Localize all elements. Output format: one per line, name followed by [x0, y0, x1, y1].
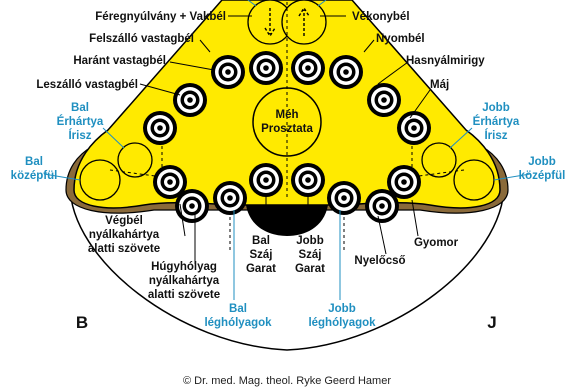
label-left-choroid-2: Érhártya — [57, 115, 104, 128]
label-right-alveoli-2: léghólyagok — [308, 317, 376, 329]
label-duodenum: Nyombél — [376, 33, 425, 45]
label-right-middle-ear-1: Jobb — [528, 156, 555, 168]
label-left-alveoli-1: Bal — [229, 303, 247, 315]
label-prostate: Prosztata — [261, 123, 313, 135]
label-left-choroid-3: Írisz — [68, 129, 91, 142]
label-right-choroid-3: Írisz — [484, 129, 507, 142]
label-small-intestine: Vékonybél — [352, 11, 410, 23]
organ-ring-1 — [211, 55, 245, 89]
right-middle-ear-circle — [454, 160, 494, 200]
label-right-mouth-3: Garat — [295, 263, 325, 275]
label-bladder-2: nyálkahártya — [149, 275, 220, 287]
organ-ring-3 — [173, 83, 207, 117]
label-pancreas: Hasnyálmirigy — [406, 55, 485, 67]
label-left-alveoli-2: léghólyagok — [204, 317, 272, 329]
label-descending-colon: Leszálló vastagbél — [36, 79, 138, 91]
organ-ring-7 — [367, 83, 401, 117]
label-bladder-3: alatti szövete — [148, 289, 220, 301]
label-stomach: Gyomor — [414, 237, 459, 249]
label-liver: Máj — [430, 79, 449, 91]
label-left-mouth-3: Garat — [246, 263, 276, 275]
label-rectum-3: alatti szövete — [88, 243, 160, 255]
organ-ring-4 — [143, 111, 177, 145]
label-right-choroid-2: Érhártya — [473, 115, 520, 128]
copyright-text: © Dr. med. Mag. theol. Ryke Geerd Hamer — [183, 375, 391, 387]
small-intestine-circle — [282, 0, 326, 44]
label-right-mouth-1: Jobb — [296, 235, 323, 247]
label-transverse-colon: Haránt vastagbél — [73, 55, 166, 67]
label-left-mouth-2: Száj — [249, 249, 272, 261]
organ-ring-16 — [387, 165, 421, 199]
label-esophagus: Nyelőcső — [354, 255, 405, 267]
label-right-middle-ear-2: középfül — [519, 170, 566, 182]
organ-ring-2 — [249, 51, 283, 85]
label-rectum-2: nyálkahártya — [89, 229, 160, 241]
organ-ring-5 — [291, 51, 325, 85]
label-bladder-1: Húgyhólyag — [151, 261, 217, 273]
label-appendix: Féregnyúlvány + Vakbél — [95, 11, 226, 23]
label-side-j: J — [487, 313, 496, 332]
label-left-middle-ear-1: Bal — [25, 156, 43, 168]
organ-ring-8 — [397, 111, 431, 145]
organ-ring-11 — [213, 181, 247, 215]
label-side-b: B — [76, 313, 88, 332]
organ-ring-13 — [291, 163, 325, 197]
organ-ring-6 — [329, 55, 363, 89]
label-left-mouth-1: Bal — [252, 235, 270, 247]
label-right-mouth-2: Száj — [298, 249, 321, 261]
label-left-middle-ear-2: középfül — [11, 170, 58, 182]
organ-ring-14 — [327, 181, 361, 215]
label-right-choroid-1: Jobb — [482, 102, 509, 114]
label-uterus: Méh — [276, 109, 299, 121]
label-rectum-1: Végbél — [105, 215, 143, 227]
organ-ring-12 — [249, 163, 283, 197]
label-right-alveoli-1: Jobb — [328, 303, 355, 315]
label-left-choroid-1: Bal — [71, 102, 89, 114]
label-ascending-colon: Felszálló vastagbél — [89, 33, 194, 45]
left-middle-ear-circle — [80, 160, 120, 200]
